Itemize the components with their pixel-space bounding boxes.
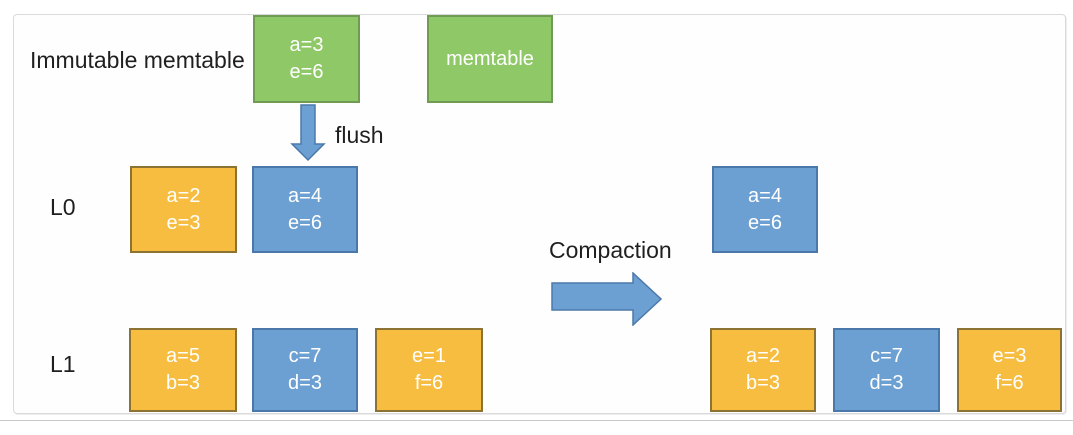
box-text-line: e=1 (412, 345, 446, 367)
box-text-line: e=6 (748, 211, 782, 234)
level-0-label: L0 (50, 194, 76, 220)
box-text-line: e=6 (289, 61, 324, 83)
box-text-line: c=7 (288, 345, 322, 367)
box-text-line: e=3 (992, 345, 1027, 367)
box-text-line: e=3 (166, 211, 201, 234)
box-text-line: b=3 (166, 372, 200, 394)
immutable-memtable-label: Immutable memtable (30, 47, 245, 73)
box-text-line: a=4 (748, 184, 782, 207)
box-text-line: a=2 (746, 345, 780, 367)
compaction-label: Compaction (549, 237, 672, 263)
box-text-line: d=3 (869, 372, 904, 394)
box-text-line: a=2 (166, 184, 201, 207)
flush-arrow-icon (290, 104, 326, 162)
box-text-line: a=4 (288, 184, 322, 207)
compaction-arrow-icon (551, 272, 663, 326)
level-1-label: L1 (50, 351, 76, 377)
box-text-line: memtable (446, 47, 534, 70)
box-text-line: a=3 (289, 34, 324, 56)
box-text-line: c=7 (870, 345, 903, 367)
box-text-line: a=5 (166, 345, 200, 367)
bottom-divider (0, 420, 1073, 421)
box-text-line: f=6 (995, 372, 1024, 394)
box-text-line: e=6 (288, 211, 322, 234)
memtable-box: memtable (427, 15, 553, 103)
box-text-line: b=3 (746, 372, 780, 394)
flush-label: flush (335, 122, 384, 148)
box-text-line: f=6 (414, 372, 444, 394)
box-text-line: d=3 (288, 372, 322, 394)
